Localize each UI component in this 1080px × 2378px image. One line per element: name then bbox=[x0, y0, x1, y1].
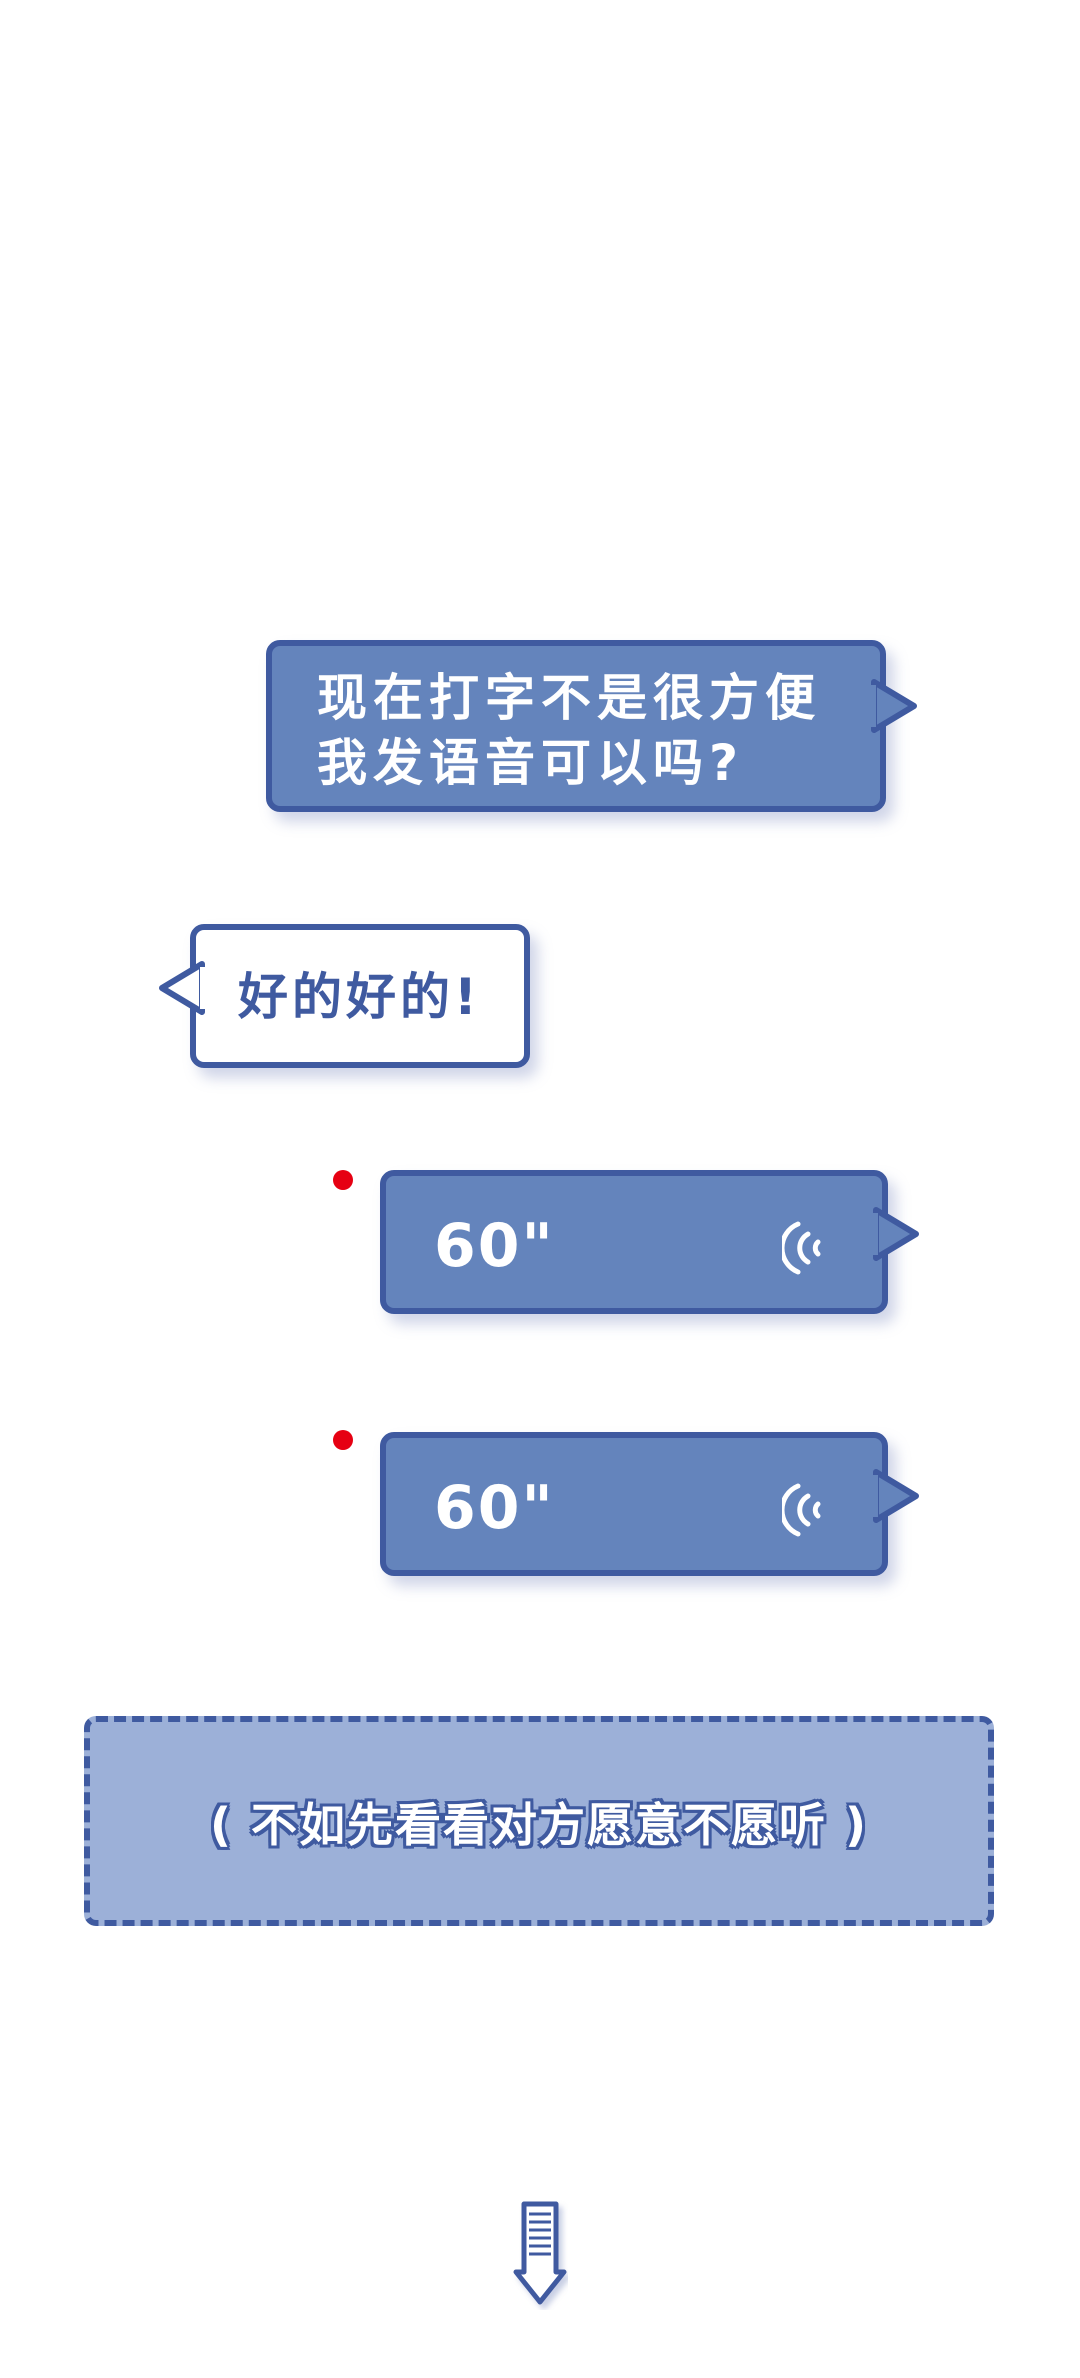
voice-duration: 60" bbox=[434, 1473, 555, 1543]
message-text-line-1: 现在打字不是很方便 bbox=[317, 669, 821, 727]
voice-message-bubble[interactable]: 60" bbox=[380, 1170, 919, 1314]
note-text: ( 不如先看看对方愿意不愿听 ) bbox=[209, 1798, 869, 1852]
reply-text: 好的好的! bbox=[238, 968, 481, 1026]
bubble-tail-left bbox=[159, 961, 208, 1015]
unread-dot bbox=[333, 1170, 353, 1190]
voice-wave-icon bbox=[782, 1483, 821, 1537]
unread-dot bbox=[333, 1430, 353, 1450]
bubble-tail-right bbox=[870, 1207, 919, 1261]
voice-message-bubble[interactable]: 60" bbox=[380, 1432, 919, 1576]
incoming-message-bubble[interactable]: 好的好的! bbox=[159, 924, 530, 1068]
message-text: 现在打字不是很方便 我发语音可以吗? bbox=[317, 666, 821, 796]
voice-wave-icon bbox=[782, 1221, 821, 1275]
note-box: ( 不如先看看对方愿意不愿听 ) bbox=[84, 1716, 994, 1926]
voice-duration: 60" bbox=[434, 1211, 555, 1281]
bubble-tail-right bbox=[868, 679, 917, 733]
outgoing-message-bubble[interactable]: 现在打字不是很方便 我发语音可以吗? bbox=[266, 640, 917, 812]
bubble-tail-right bbox=[870, 1469, 919, 1523]
down-arrow-icon bbox=[513, 2201, 567, 2305]
message-text-line-2: 我发语音可以吗? bbox=[317, 734, 745, 792]
